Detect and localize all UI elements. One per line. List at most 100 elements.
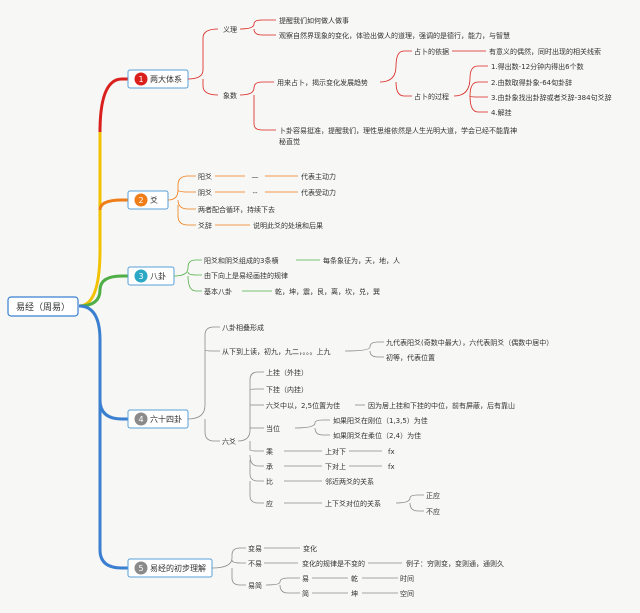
node-buying[interactable]: 不应 bbox=[426, 507, 440, 516]
number-badge-5 bbox=[134, 561, 148, 575]
node-peihe[interactable]: 两者配合循环，持续下去 bbox=[198, 205, 275, 214]
connector-branch-5 bbox=[98, 400, 128, 570]
branch-num-2: 2 bbox=[138, 196, 143, 205]
node-ying[interactable]: 应 bbox=[266, 499, 273, 508]
branch-4-children: 八卦相叠形成 从下到上读，初九，九二，。。。上九 九代表阳爻(奇数中最大），六代… bbox=[222, 323, 553, 516]
node-zhanbu[interactable]: 用来占卜，揭示变化发展趋势 bbox=[277, 78, 368, 87]
branch-5-lines bbox=[211, 547, 402, 594]
node-bagua[interactable]: 基本八卦 bbox=[204, 287, 232, 296]
node-zhengying[interactable]: 正应 bbox=[426, 491, 440, 500]
node-cheng[interactable]: 乘 bbox=[266, 447, 273, 456]
node-jiu-liu[interactable]: 九代表阳爻(奇数中最大），六代表阴爻（偶数中居中） bbox=[386, 338, 553, 347]
node-xiangshu[interactable]: 象数 bbox=[223, 91, 237, 100]
node-xiangdie[interactable]: 八卦相叠形成 bbox=[222, 323, 264, 332]
node-yangyao-desc[interactable]: 代表主动力 bbox=[301, 172, 336, 181]
node-zhanbu-guocheng[interactable]: 占卜的过程 bbox=[414, 92, 449, 101]
node-cheng-fx[interactable]: fx bbox=[388, 448, 395, 456]
node-yijian[interactable]: 易简 bbox=[248, 581, 262, 590]
node-xiagua[interactable]: 下挂（内挂） bbox=[266, 385, 308, 394]
node-yangyao[interactable]: 阳爻 bbox=[198, 172, 212, 181]
node-yi[interactable]: 易 bbox=[302, 575, 309, 583]
branch-node-4[interactable]: 4 六十四卦 bbox=[127, 409, 189, 429]
node-dangwei-yin[interactable]: 如果阴爻在柔位（2,4）为佳 bbox=[333, 431, 421, 440]
node-yili-2[interactable]: 观察自然界现象的变化，体验出做人的道理，强调的是德行，能力，与智慧 bbox=[279, 31, 510, 40]
node-kongjian[interactable]: 空间 bbox=[400, 589, 414, 598]
branch-label-5: 易经的初步理解 bbox=[150, 563, 206, 573]
node-buyi[interactable]: 不易 bbox=[248, 560, 262, 568]
node-congxia[interactable]: 从下到上读，初九，九二，。。。上九 bbox=[222, 347, 331, 356]
connector-branch-4 bbox=[78, 304, 128, 421]
node-yili-1[interactable]: 提醒我们如何做人做事 bbox=[279, 16, 349, 25]
node-shanggua[interactable]: 上挂（外挂） bbox=[266, 368, 308, 377]
node-cheng2-desc[interactable]: 下对上 bbox=[325, 462, 346, 471]
node-bugua-line1[interactable]: 卜卦容易挺准，提醒我们，理性思维依然是人生光明大道，学会已经不能靠神 bbox=[279, 126, 517, 135]
number-badge-3 bbox=[134, 269, 148, 283]
node-yiju-desc[interactable]: 有意义的偶然，同时出现的相关线索 bbox=[489, 47, 601, 56]
branch-label-1: 两大体系 bbox=[150, 74, 182, 84]
node-yaoci-desc[interactable]: 说明此爻的处境和后果 bbox=[253, 221, 323, 230]
node-shijian[interactable]: 时间 bbox=[400, 574, 414, 583]
node-step-2[interactable]: 2.由数取得卦象-64旬卦辞 bbox=[491, 78, 572, 87]
branch-node-1[interactable]: 1 两大体系 bbox=[127, 69, 189, 89]
node-dangwei[interactable]: 当位 bbox=[266, 424, 280, 433]
root-label: 易经（周易） bbox=[16, 301, 70, 313]
node-bi-desc[interactable]: 邻近两爻的关系 bbox=[325, 477, 374, 486]
branch-node-2[interactable]: 2 爻 bbox=[127, 190, 169, 210]
node-bagua-desc[interactable]: 乾，坤，震，艮，离，坎，兑，巽 bbox=[275, 287, 380, 296]
branch-num-4: 4 bbox=[138, 415, 143, 424]
node-cheng2-fx[interactable]: fx bbox=[388, 463, 395, 471]
branch-label-2: 爻 bbox=[150, 196, 158, 205]
branch-1-children: 义理 象数 提醒我们如何做人做事 观察自然界现象的变化，体验出做人的道理，强调的… bbox=[223, 16, 612, 146]
node-yaoci[interactable]: 爻辞 bbox=[198, 221, 212, 230]
node-kun[interactable]: 坤 bbox=[351, 589, 358, 598]
node-guilv[interactable]: 由下向上是易经画挂的规律 bbox=[204, 271, 288, 280]
node-yinyao-desc[interactable]: 代表受动力 bbox=[301, 188, 336, 197]
branch-2-children: 阳爻 — 代表主动力 阴爻 -- 代表受动力 两者配合循环，持续下去 爻辞 说明… bbox=[198, 172, 336, 230]
branch-node-3[interactable]: 3 八卦 bbox=[127, 266, 175, 286]
node-erwu-desc[interactable]: 因为居上挂和下挂的中位，前有屏蔽，后有靠山 bbox=[368, 401, 515, 410]
node-ying-desc[interactable]: 上下爻对位的关系 bbox=[325, 499, 381, 508]
branch-4-lines bbox=[187, 326, 424, 512]
node-bianhua[interactable]: 变化 bbox=[303, 544, 317, 553]
node-yangyao-sep: — bbox=[252, 173, 259, 181]
node-qian[interactable]: 乾 bbox=[351, 574, 358, 583]
node-step-3[interactable]: 3.由卦象找出卦辞或者爻辞-384句爻辞 bbox=[491, 93, 612, 102]
node-bi[interactable]: 比 bbox=[266, 477, 273, 486]
branch-1-lines bbox=[187, 19, 488, 131]
node-cheng2[interactable]: 承 bbox=[266, 462, 273, 471]
node-buyi-desc[interactable]: 变化的规律是不变的 bbox=[302, 559, 365, 568]
node-zhanbu-yiju[interactable]: 占卜的依据 bbox=[414, 47, 449, 56]
branch-num-3: 3 bbox=[138, 272, 143, 281]
node-erwu[interactable]: 六爻中以，2,5位置为佳 bbox=[266, 401, 340, 410]
number-badge-2 bbox=[134, 193, 148, 207]
node-yinyao[interactable]: 阴爻 bbox=[198, 188, 212, 197]
node-buyi-example[interactable]: 例子：穷则变，变则通，通则久 bbox=[406, 559, 504, 568]
node-sanheng[interactable]: 阳爻和阴爻组成的3条横 bbox=[204, 256, 278, 265]
node-liuyao[interactable]: 六爻 bbox=[222, 437, 236, 446]
branch-num-1: 1 bbox=[138, 75, 143, 84]
branch-3-lines bbox=[173, 259, 320, 292]
number-badge-1 bbox=[134, 72, 148, 86]
node-yinyao-sep: -- bbox=[252, 189, 258, 197]
branch-5-children: 变易 变化 不易 变化的规律是不变的 例子：穷则变，变则通，通则久 易简 易 乾… bbox=[248, 544, 504, 598]
node-jian[interactable]: 简 bbox=[302, 589, 309, 598]
root-node[interactable]: 易经（周易） bbox=[7, 296, 79, 317]
branch-label-4: 六十四卦 bbox=[150, 414, 182, 424]
connector-yellow bbox=[78, 132, 102, 308]
node-step-1[interactable]: 1.得出数-12分钟内得出6个数 bbox=[491, 62, 584, 71]
root-connectors bbox=[78, 77, 128, 570]
connector-branch-1 bbox=[98, 77, 128, 133]
node-bugua-line2[interactable]: 秘直觉 bbox=[279, 137, 300, 146]
branch-label-3: 八卦 bbox=[150, 271, 166, 281]
node-sanheng-desc[interactable]: 每条象征为，天，地，人 bbox=[323, 256, 400, 265]
branch-node-5[interactable]: 5 易经的初步理解 bbox=[127, 558, 213, 578]
node-yili[interactable]: 义理 bbox=[223, 26, 237, 34]
node-cheng-desc[interactable]: 上对下 bbox=[325, 447, 346, 456]
node-dangwei-yang[interactable]: 如果阳爻在刚位（1,3,5）为佳 bbox=[333, 416, 428, 425]
node-chudeng[interactable]: 初等，代表位置 bbox=[386, 353, 435, 362]
branch-num-5: 5 bbox=[138, 564, 143, 573]
node-step-4[interactable]: 4.解挂 bbox=[491, 108, 512, 117]
connector-branch-3 bbox=[78, 274, 128, 308]
node-bianyi[interactable]: 变易 bbox=[248, 544, 262, 553]
